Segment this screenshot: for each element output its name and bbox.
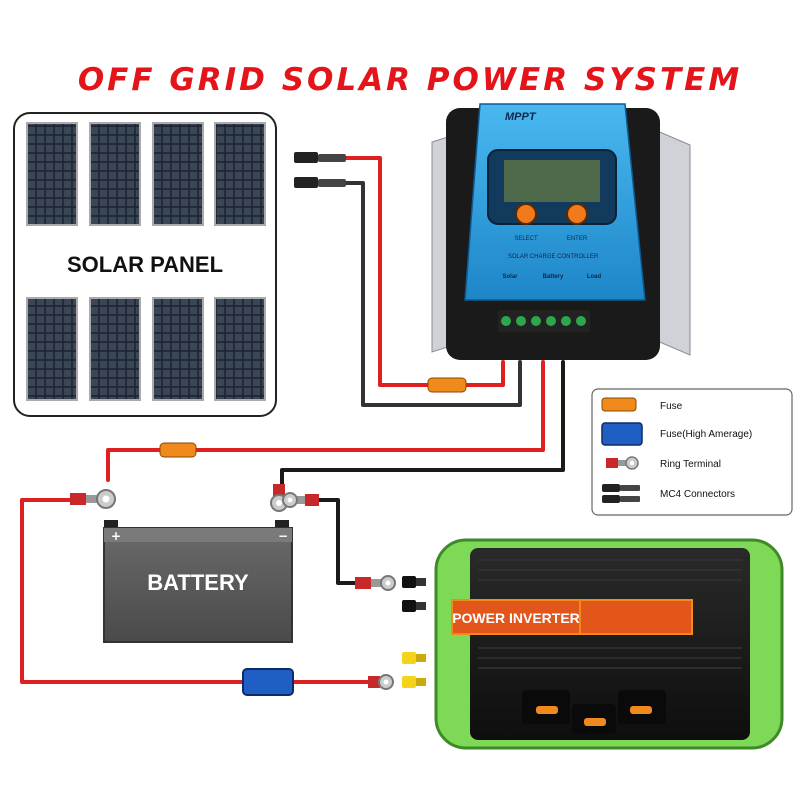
power-inverter: POWER INVERTER [402, 538, 784, 750]
pv-negative-wire [343, 181, 522, 407]
controller-terminal-block [498, 310, 590, 332]
solar-panel-label: SOLAR PANEL [67, 252, 223, 277]
controller-name: SOLAR CHARGE CONTROLLER [508, 254, 599, 260]
legend-fuse-icon [601, 397, 637, 412]
battery-positive-wire [193, 360, 545, 452]
legend-high-amperage-fuse-icon [601, 422, 643, 446]
inverter-negative-terminals [402, 576, 426, 612]
battery-fuse-icon [159, 442, 197, 458]
battery-positive-wire-2 [106, 448, 162, 482]
battery-body [103, 527, 293, 643]
solar-panel-modules-bottom [26, 297, 266, 401]
enter-button[interactable] [566, 203, 588, 225]
solar-terminal-label: Solar [502, 274, 518, 280]
load-terminal-label: Load [587, 274, 602, 280]
controller-brand: MPPT [505, 111, 537, 123]
diagram-title: OFF GRID SOLAR POWER SYSTEM [78, 62, 742, 98]
legend-high-amperage-fuse-label: Fuse(High Amerage) [660, 429, 752, 440]
mc4-connector-icon [294, 152, 346, 188]
legend-ring-terminal-icon [606, 456, 639, 470]
legend: Fuse Fuse(High Amerage) Ring Terminal MC… [591, 388, 793, 516]
inverter-spec-plate [579, 599, 693, 635]
charge-controller: MPPT SELECT ENTER SOLAR CHARGE CONTROLLE… [431, 103, 691, 360]
inverter-positive-terminals [402, 652, 426, 688]
inverter-fins [478, 559, 742, 669]
inverter-negative-wire [316, 498, 357, 585]
select-label: SELECT [514, 236, 538, 242]
legend-mc4-connector-label: MC4 Connectors [660, 489, 735, 500]
high-amperage-fuse-icon [242, 668, 294, 696]
battery: + − BATTERY [103, 520, 293, 643]
legend-ring-terminal-label: Ring Terminal [660, 459, 721, 470]
pv-positive-wire [343, 156, 432, 387]
legend-fuse-label: Fuse [660, 401, 683, 412]
select-button[interactable] [515, 203, 537, 225]
battery-negative-wire [280, 360, 565, 487]
controller-heatsink-right [654, 129, 691, 356]
solar-panel-modules-top [26, 122, 266, 226]
enter-label: ENTER [567, 236, 588, 242]
inverter-positive-wire [20, 498, 247, 684]
pv-fuse-icon [427, 377, 467, 393]
ring-terminal-icon [368, 674, 394, 690]
pv-positive-wire-2 [463, 360, 505, 387]
battery-label: BATTERY [147, 570, 249, 595]
legend-box [591, 388, 793, 516]
solar-panel: SOLAR PANEL [13, 112, 277, 417]
controller-lcd [504, 160, 600, 202]
inverter-label: POWER INVERTER [452, 610, 580, 626]
solar-panel-frame [13, 112, 277, 417]
battery-plus-sign: + [111, 529, 121, 543]
wiring [20, 156, 565, 684]
ring-terminal-icon [355, 575, 396, 591]
ring-terminal-icon [282, 492, 319, 508]
inverter-outlets [522, 690, 666, 734]
battery-terminal-label: Battery [543, 274, 564, 280]
battery-minus-sign: − [278, 529, 288, 543]
legend-mc4-connector-icon [602, 484, 640, 503]
ring-terminal-icon [70, 489, 116, 509]
